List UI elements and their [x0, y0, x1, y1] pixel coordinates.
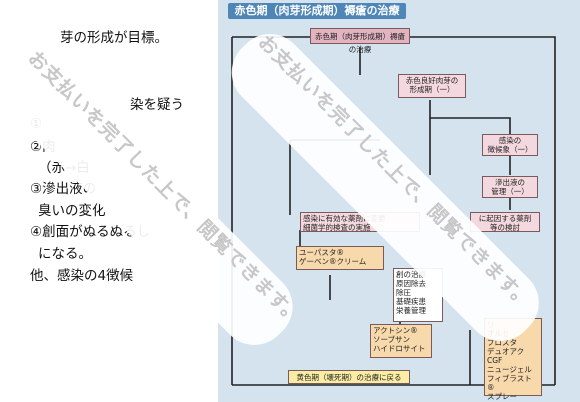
flowchart-title: 赤色期（肉芽形成期）褥瘡の治療	[228, 3, 406, 19]
left-text-line: 染を疑う	[130, 97, 184, 113]
exudate-box: 滲出液の 管理（一）	[482, 176, 538, 198]
good-granulation-box: 赤色良好肉芽の 形成期（一）	[398, 74, 466, 98]
top-treatment-box: 赤色期（肉芽形成期）褥瘡の治療	[310, 28, 410, 54]
connector-line	[429, 100, 511, 135]
infection-sign-box: 感染の 徴候象（一）	[482, 134, 538, 156]
connector-line	[410, 36, 556, 385]
products-box-1: ユーパスタ® ゲーベン®クリーム	[296, 246, 384, 270]
products-box-2: アクトシン® ソーブサン ハイドロサイト	[370, 324, 432, 358]
left-text-line: 臭いの変化	[38, 203, 106, 219]
left-text-line: 芽の形成が目標。	[60, 30, 168, 46]
cause-check-box: に起因する薬剤 等の検討	[470, 212, 540, 232]
left-text-line: ④創面がぬるぬるし	[30, 224, 151, 240]
left-text-line: になる。	[38, 246, 92, 262]
left-text-line: 他、感染の4徴候	[30, 268, 134, 284]
bottom-return-box: 黄色期（壊死期）の治療に戻る	[288, 370, 410, 384]
